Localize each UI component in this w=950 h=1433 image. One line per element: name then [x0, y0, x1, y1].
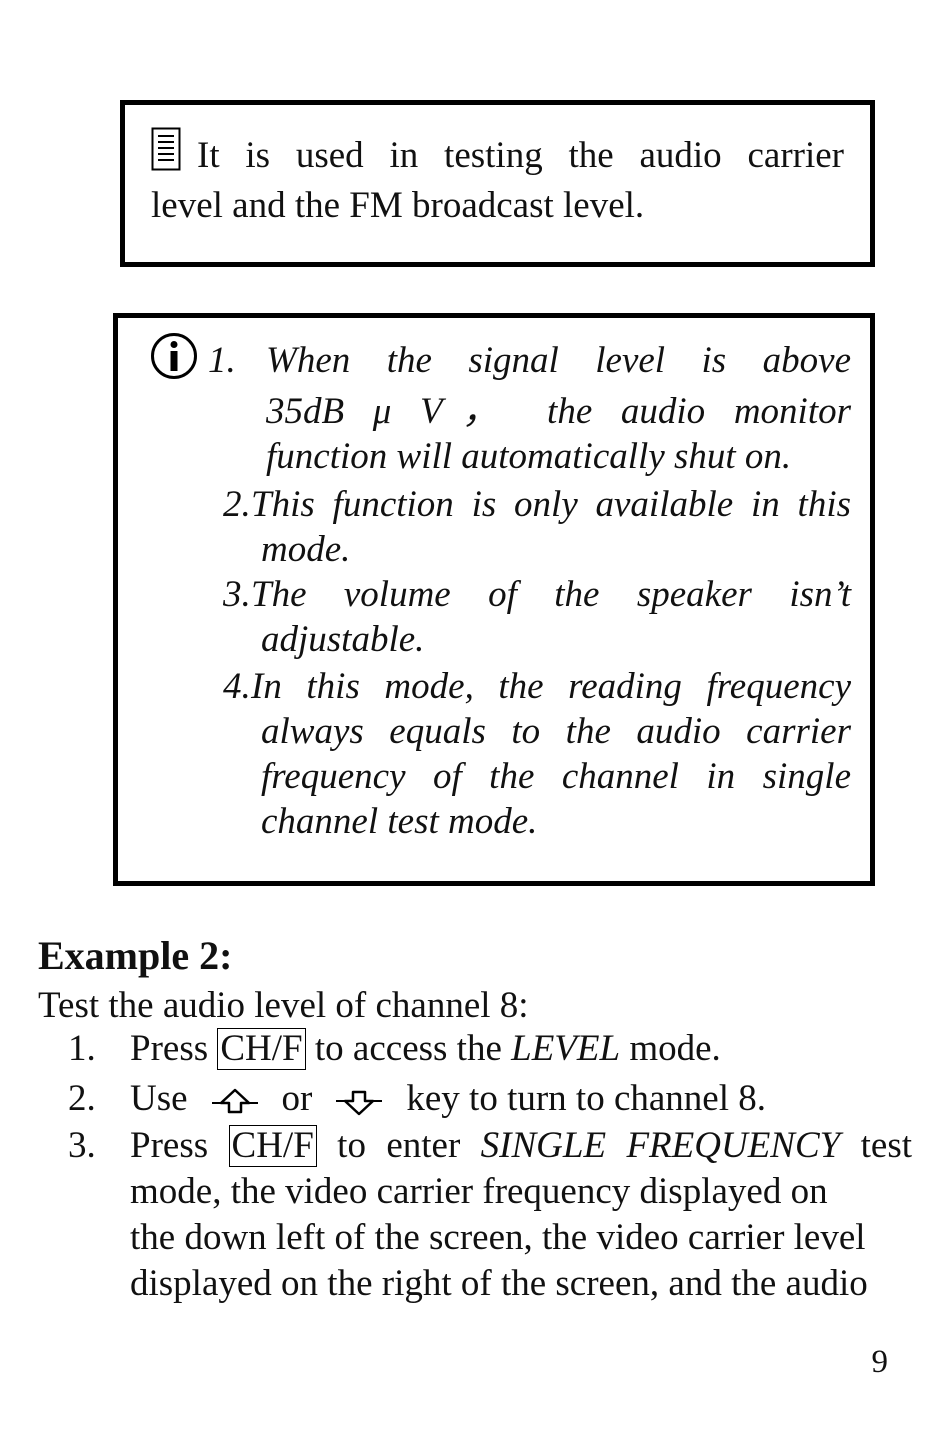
info-item-number: 3. — [223, 574, 251, 615]
info-item-line: frequency of the channel in single — [261, 756, 851, 797]
example-title: Example 2: — [38, 933, 233, 978]
info-item-line: In this mode, the reading frequency — [251, 666, 851, 707]
page-number: 9 — [871, 1344, 889, 1380]
step-number: 2. — [68, 1078, 96, 1119]
down-arrow-key-icon — [336, 1090, 383, 1115]
note-box: It is used in testing the audio carrier … — [120, 100, 875, 267]
info-item-3: 3. The volume of the speaker isn’t adjus… — [223, 572, 851, 662]
step-text-suffix: key to turn to channel 8. — [406, 1078, 767, 1119]
info-item-line: function will automatically shut on. — [266, 436, 792, 477]
step-text-suffix: test — [860, 1125, 913, 1166]
info-item-line: When the signal level is above — [266, 340, 851, 381]
mode-name: LEVEL — [511, 1028, 621, 1069]
step-text: Press CH/F to enter SINGLE FREQUENCY tes… — [130, 1123, 912, 1307]
step-text-prefix: Press — [130, 1125, 209, 1166]
note-line-2: level and the FM broadcast level. — [151, 185, 645, 226]
step-number: 3. — [68, 1125, 96, 1166]
info-item-line: always equals to the audio carrier — [261, 711, 851, 752]
step-line: mode, the video carrier frequency displa… — [130, 1171, 828, 1212]
info-item-1: 1. When the signal level is above 35dB μ… — [208, 338, 851, 479]
info-item-number: 2. — [223, 484, 251, 525]
step-text-or: or — [281, 1078, 313, 1119]
mode-name: SINGLE FREQUENCY — [480, 1125, 841, 1166]
info-item-line: The volume of the speaker isn’t — [251, 574, 851, 615]
step-text-prefix: Press — [130, 1028, 209, 1069]
note-text: It is used in testing the audio carrier … — [151, 127, 844, 231]
info-item-number: 4. — [223, 666, 251, 707]
info-item-4: 4. In this mode, the reading frequency a… — [223, 664, 851, 844]
up-arrow-key-icon — [211, 1088, 258, 1113]
info-item-2: 2. This function is only available in th… — [223, 482, 851, 572]
step-line: displayed on the right of the screen, an… — [130, 1263, 868, 1304]
step-line: Press CH/F to enter SINGLE FREQUENCY tes… — [130, 1123, 912, 1169]
step-text-middle: to enter — [337, 1125, 461, 1166]
step-number: 1. — [68, 1028, 96, 1069]
step-line: the down left of the screen, the video c… — [130, 1217, 866, 1258]
info-item-line: This function is only available in this — [251, 484, 851, 525]
note-line-1: It is used in testing the audio carrier — [151, 127, 844, 181]
ch-f-key-label: CH/F — [217, 1028, 306, 1070]
step-text-suffix: mode. — [629, 1028, 721, 1069]
step-text: Press CH/F to access the LEVEL mode. — [130, 1026, 912, 1072]
ch-f-key-label: CH/F — [228, 1125, 317, 1167]
info-item-line: adjustable. — [261, 619, 425, 660]
info-icon — [151, 333, 197, 379]
document-note-icon — [151, 127, 181, 171]
step-text: Use or key to turn to channel 8. — [130, 1076, 912, 1122]
step-text-middle: to access the — [314, 1028, 502, 1069]
example-intro: Test the audio level of channel 8: — [38, 985, 529, 1026]
step-text-prefix: Use — [130, 1078, 188, 1119]
info-item-line: channel test mode. — [261, 801, 538, 842]
info-box: 1. When the signal level is above 35dB μ… — [113, 313, 875, 886]
note-line-1-text: It is used in testing the audio carrier — [197, 135, 844, 176]
info-item-line: mode. — [261, 529, 351, 570]
info-item-line: 35dB μ V， the audio monitor — [266, 391, 851, 432]
info-item-number: 1. — [208, 340, 236, 381]
